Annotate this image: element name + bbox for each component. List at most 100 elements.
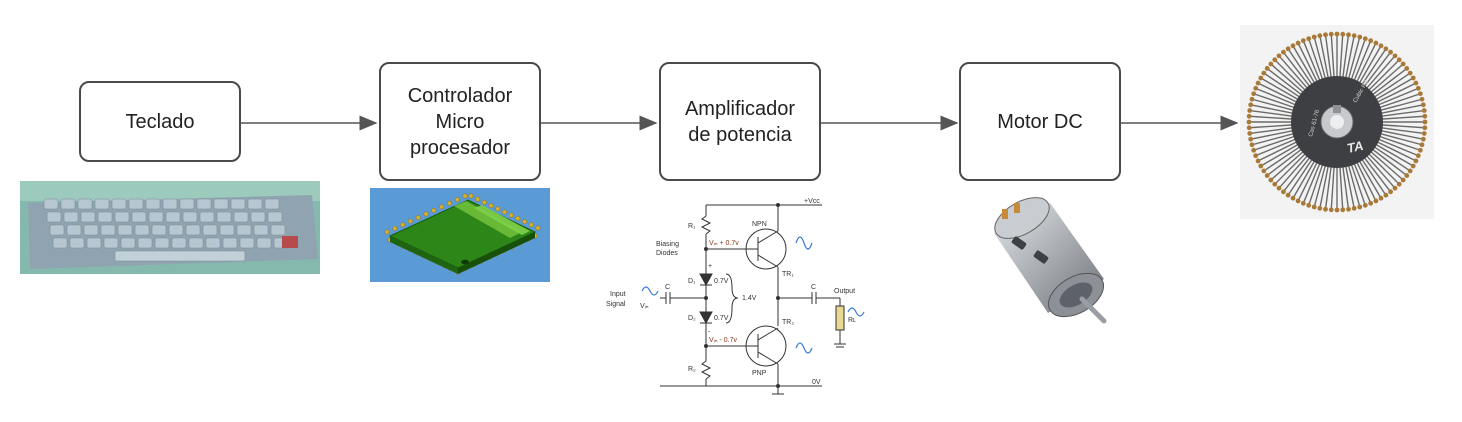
print-wheel-tip [1383, 192, 1389, 198]
print-wheel-tip [1249, 96, 1255, 102]
keyboard-key [131, 211, 147, 223]
print-wheel-tip [1251, 147, 1257, 153]
chip-pin [522, 219, 528, 225]
print-wheel-tip [1295, 40, 1301, 46]
print-wheel-petal [1350, 40, 1366, 81]
print-wheel-petal [1339, 165, 1344, 208]
print-wheel-tip [1392, 185, 1398, 191]
print-wheel-tip [1419, 96, 1425, 102]
print-wheel-petal [1355, 44, 1376, 83]
print-wheel-tip [1317, 33, 1323, 39]
print-wheel-petal [1365, 56, 1395, 90]
keyboard-key [66, 224, 82, 236]
keyboard-key [233, 211, 249, 223]
print-wheel-tip [1255, 158, 1261, 164]
keyboard-key [94, 198, 110, 210]
keyboard-key [219, 224, 235, 236]
print-wheel-petal [1303, 162, 1321, 202]
keyboard-key [185, 224, 201, 236]
keyboard-key [63, 211, 79, 223]
print-wheel-petal [1268, 148, 1303, 175]
input-label-1: Input [610, 291, 626, 298]
keyboard-key [134, 224, 150, 236]
print-wheel-tip [1276, 53, 1282, 59]
total-drop-label: 1.4V [742, 295, 757, 302]
print-wheel-tip [1247, 108, 1253, 113]
print-wheel-petal [1379, 132, 1421, 145]
print-wheel-petal [1363, 156, 1390, 191]
print-wheel-petal [1377, 138, 1417, 156]
chip-pin [475, 196, 481, 202]
keyboard-key [148, 211, 164, 223]
chip-pin [423, 211, 429, 217]
d2-label: D₂ [688, 315, 696, 322]
keyboard-key [256, 237, 272, 249]
print-wheel-petal [1355, 161, 1376, 200]
print-wheel-tip [1346, 32, 1351, 38]
print-wheel-logo: TA [1346, 138, 1365, 156]
keyboard-key [230, 198, 246, 210]
print-wheel-tip [1290, 195, 1296, 201]
print-wheel-petal [1344, 37, 1355, 79]
chip-pin [384, 229, 390, 235]
print-wheel-tip [1351, 205, 1357, 211]
keyboard-key [179, 198, 195, 210]
print-wheel-tip [1388, 189, 1393, 195]
print-wheel-petal [1380, 115, 1423, 120]
print-wheel-tip [1268, 61, 1274, 67]
print-wheel-petal [1279, 154, 1309, 188]
keyboard-key [86, 237, 102, 249]
print-wheel-petal [1314, 38, 1327, 80]
print-wheel-petal [1271, 64, 1305, 94]
print-wheel-petal [1252, 129, 1294, 140]
print-wheel-tip [1340, 31, 1346, 37]
microchip-image [370, 188, 550, 282]
print-wheel-petal [1255, 93, 1296, 109]
print-wheel-tip [1417, 91, 1423, 97]
print-wheel-tip [1253, 85, 1259, 91]
print-wheel-tip [1300, 38, 1306, 44]
print-wheel-tip [1261, 168, 1267, 174]
c-in-label: C [665, 284, 670, 291]
print-wheel-tip [1247, 131, 1253, 136]
print-wheel-tip [1413, 80, 1419, 86]
print-wheel-tip [1415, 153, 1421, 159]
print-wheel-petal [1314, 164, 1327, 206]
print-wheel-tip [1306, 202, 1312, 208]
chip-pin [468, 193, 474, 199]
print-wheel-petal [1363, 53, 1390, 88]
print-wheel-petal [1257, 138, 1297, 156]
chip-pin [488, 203, 494, 209]
print-wheel-tip [1251, 91, 1257, 97]
print-wheel-petal [1342, 165, 1349, 208]
npn-label: NPN [752, 221, 767, 228]
print-wheel-petal [1369, 64, 1403, 94]
minus-sign: - [708, 329, 711, 336]
print-wheel-tip [1415, 85, 1421, 91]
print-wheel-petal [1377, 88, 1417, 106]
print-wheel-petal [1251, 127, 1294, 134]
print-wheel-petal [1288, 50, 1314, 86]
tr2-label: TR₂ [782, 319, 794, 326]
print-wheel-tip [1368, 38, 1374, 44]
print-wheel-petal [1350, 163, 1366, 204]
keyboard-key [171, 237, 187, 249]
print-wheel-petal [1251, 124, 1294, 129]
print-wheel-petal [1253, 132, 1295, 145]
print-wheel-tip [1268, 177, 1274, 183]
block-motor: Motor DC [959, 62, 1121, 181]
print-wheel-tip [1290, 43, 1296, 49]
print-wheel-tip [1410, 75, 1416, 81]
keyboard-key [205, 237, 221, 249]
print-wheel-petal [1265, 73, 1301, 99]
print-wheel-tip [1400, 61, 1406, 67]
print-wheel-petal [1288, 158, 1314, 194]
block-teclado: Teclado [79, 81, 241, 162]
chip-pin [535, 225, 541, 231]
keyboard-key [202, 224, 218, 236]
chip-pin [415, 215, 421, 221]
print-wheel-tip [1311, 34, 1317, 40]
print-wheel-petal [1358, 47, 1381, 85]
print-wheel-petal [1251, 115, 1294, 120]
print-wheel-petal [1268, 69, 1303, 96]
